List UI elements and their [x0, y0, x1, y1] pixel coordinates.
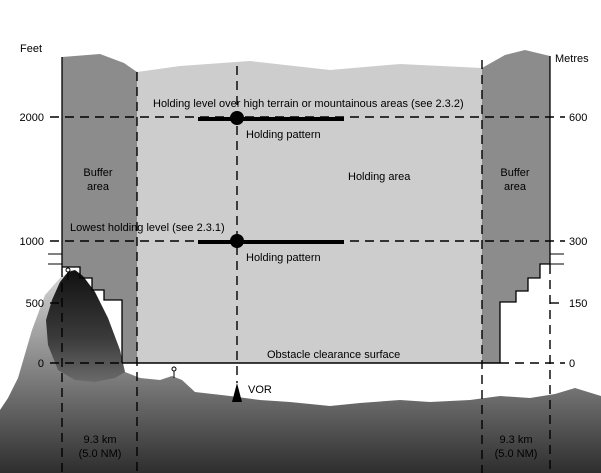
holding-pattern-fix-upper — [230, 111, 244, 125]
buffer-right-label-line2: area — [504, 181, 527, 193]
buffer-left-label-line1: Buffer — [83, 167, 112, 179]
holding-pattern-label-lower: Holding pattern — [246, 252, 321, 264]
terrain-ground — [0, 270, 601, 473]
right-tick-150: 150 — [569, 298, 587, 310]
left-tick-1000: 1000 — [20, 236, 44, 248]
high-level-label: Holding level over high terrain or mount… — [153, 98, 464, 110]
vor-label: VOR — [248, 384, 272, 396]
obstacle-marker-icon — [171, 366, 177, 378]
distance-left-nm: (5.0 NM) — [79, 448, 122, 460]
buffer-right-label-line1: Buffer — [500, 167, 529, 179]
left-axis-unit: Feet — [20, 43, 42, 55]
buffer-left-label-line2: area — [87, 181, 110, 193]
buffer-area-right — [482, 50, 550, 363]
distance-left-km: 9.3 km — [83, 434, 116, 446]
distance-right-nm: (5.0 NM) — [495, 448, 538, 460]
left-tick-2000: 2000 — [20, 112, 44, 124]
holding-area-region — [137, 61, 482, 363]
vor-icon — [232, 383, 242, 402]
left-tick-0: 0 — [38, 358, 44, 370]
holding-pattern-label-upper: Holding pattern — [246, 129, 321, 141]
holding-pattern-fix-lower — [230, 234, 244, 248]
distance-right-km: 9.3 km — [499, 434, 532, 446]
right-tick-600: 600 — [569, 112, 587, 124]
buffer-area-left — [62, 54, 137, 363]
lowest-level-label: Lowest holding level (see 2.3.1) — [70, 222, 225, 234]
right-tick-0: 0 — [569, 358, 575, 370]
right-tick-300: 300 — [569, 236, 587, 248]
terrain-peak — [46, 270, 125, 382]
obstacle-surface-label: Obstacle clearance surface — [267, 349, 400, 361]
obstacle-marker-icon — [65, 267, 71, 280]
right-axis-unit: Metres — [555, 53, 589, 65]
stair-outline-right — [499, 263, 550, 363]
left-tick-500: 500 — [26, 298, 44, 310]
stair-outline-left — [62, 266, 123, 363]
holding-area-label: Holding area — [348, 171, 411, 183]
